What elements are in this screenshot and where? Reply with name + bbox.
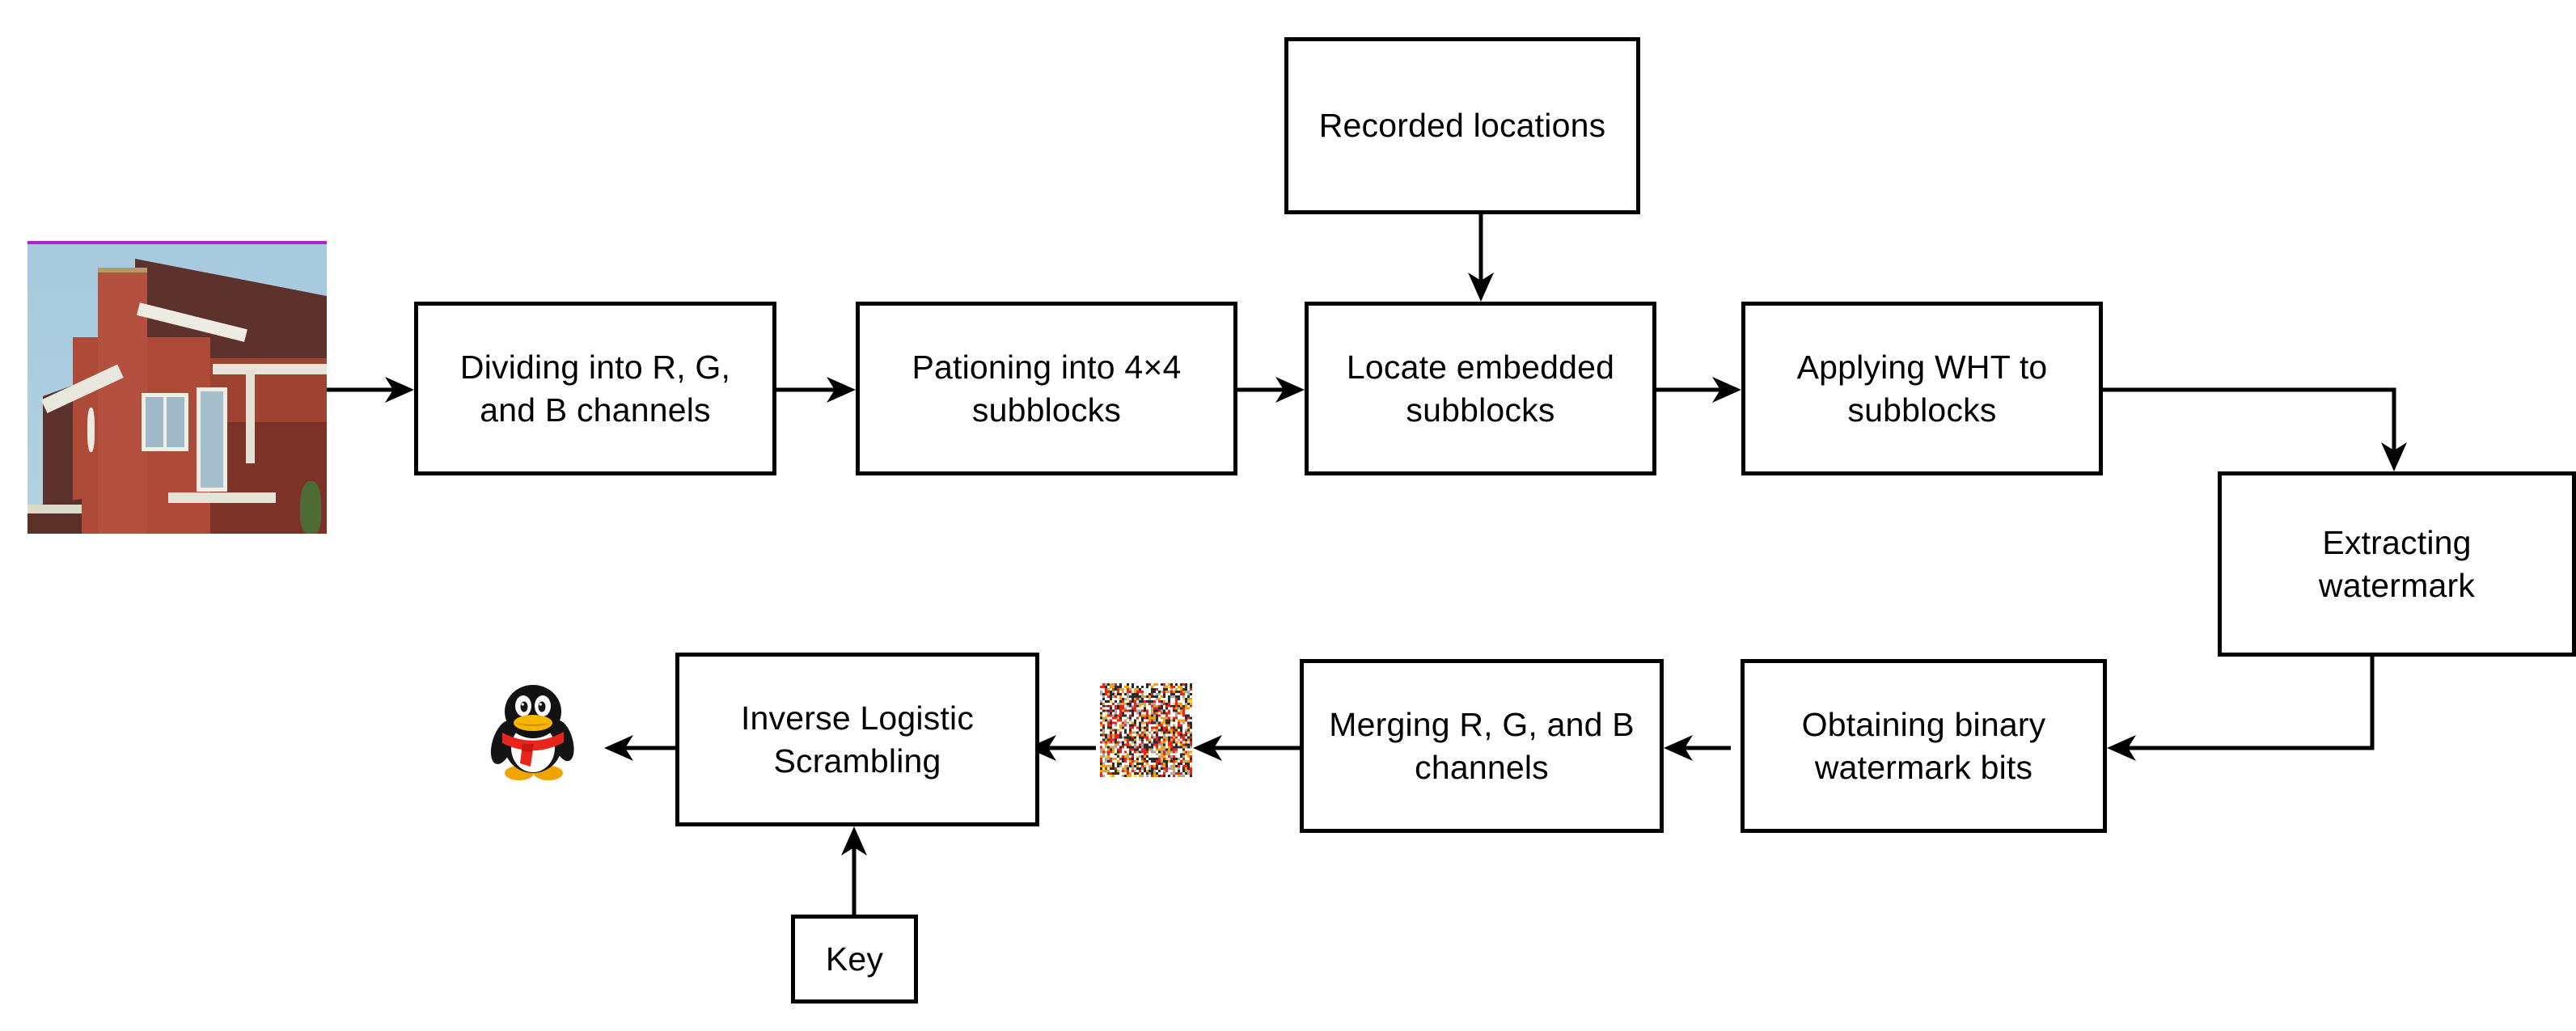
host-image	[27, 241, 327, 534]
penguin-logo-icon	[490, 685, 574, 780]
magenta-edge-line	[27, 241, 327, 244]
node-label-line1: Obtaining binary	[1801, 706, 2046, 744]
node-label-line1: Dividing into R, G,	[459, 349, 731, 387]
node-label-line1: Locate embedded	[1346, 349, 1615, 387]
edge-extracting-to-obtaining	[2107, 657, 2375, 761]
node-label-line1: Applying WHT to	[1796, 349, 2048, 387]
node-label-line2: channels	[1415, 748, 1549, 786]
eave-lower	[167, 492, 277, 503]
node-recorded-locations[interactable]: Recorded locations	[1284, 37, 1640, 214]
edge-inverse-to-penguin	[604, 735, 675, 761]
node-partitioning[interactable]: Pationing into 4×4 subblocks	[856, 302, 1237, 475]
edge-key-to-inverse	[841, 826, 867, 915]
node-label-line1: Extracting	[2322, 524, 2472, 562]
window-small	[141, 393, 188, 451]
node-label-line1: Merging R, G, and B	[1329, 706, 1635, 744]
recovered-watermark-image	[485, 673, 581, 786]
edge-partitioning-to-locate	[1237, 377, 1305, 403]
node-merging-channels[interactable]: Merging R, G, and B channels	[1300, 659, 1664, 833]
scrambled-watermark-image	[1100, 683, 1192, 777]
window-tall	[197, 387, 227, 492]
edge-dividing-to-partitioning	[776, 377, 856, 403]
node-dividing-channels[interactable]: Dividing into R, G, and B channels	[414, 302, 776, 475]
node-inverse-scrambling[interactable]: Inverse Logistic Scrambling	[675, 653, 1039, 826]
edge-obtaining-to-merging	[1664, 735, 1731, 761]
downpipe	[246, 370, 256, 464]
node-label-line2: subblocks	[1847, 391, 1997, 429]
node-obtaining-bits[interactable]: Obtaining binary watermark bits	[1741, 659, 2107, 833]
edge-recorded-to-locate	[1468, 214, 1494, 302]
edge-wht-to-extracting	[2103, 387, 2407, 471]
noise-canvas	[1100, 683, 1192, 777]
node-label-line2: watermark	[2318, 566, 2476, 604]
edge-locate-to-wht	[1656, 377, 1741, 403]
node-key[interactable]: Key	[791, 915, 918, 1004]
bush	[299, 480, 321, 534]
node-applying-wht[interactable]: Applying WHT to subblocks	[1741, 302, 2103, 475]
edge-merging-to-noise	[1193, 735, 1300, 761]
gutter-horizontal	[213, 364, 327, 374]
edge-host-to-dividing	[327, 377, 414, 403]
node-extracting-watermark[interactable]: Extracting watermark	[2218, 471, 2576, 657]
eave-far-left	[27, 504, 82, 513]
node-label-line1: Pationing into 4×4	[912, 349, 1182, 387]
node-label-line2: subblocks	[971, 391, 1122, 429]
wall-slit	[87, 408, 95, 452]
node-label-line2: Scrambling	[773, 742, 941, 780]
node-locate-subblocks[interactable]: Locate embedded subblocks	[1305, 302, 1656, 475]
node-label-line2: and B channels	[480, 391, 711, 429]
node-label: Key	[825, 940, 884, 978]
node-label-line2: watermark bits	[1814, 748, 2033, 786]
node-label-line1: Inverse Logistic	[740, 699, 975, 737]
node-label: Recorded locations	[1318, 107, 1606, 145]
node-label-line2: subblocks	[1406, 391, 1555, 429]
